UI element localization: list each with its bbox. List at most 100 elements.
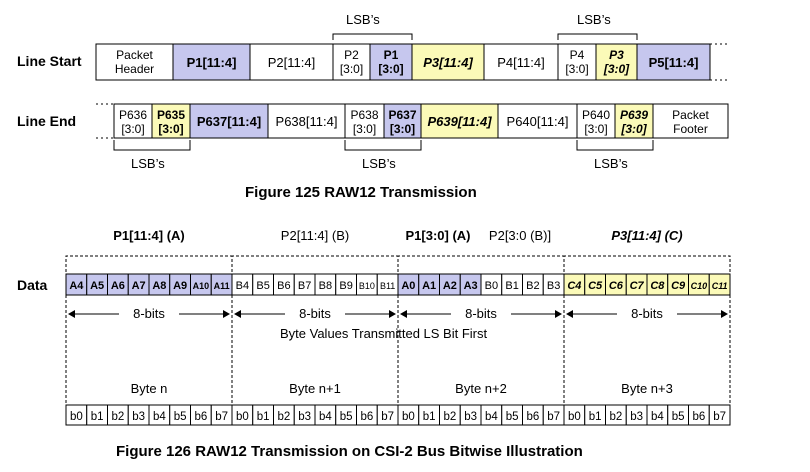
bit-cell-label: b4: [153, 411, 166, 423]
cell-p3-3-0: P3[3:0]: [595, 43, 638, 81]
data-cell-label: C11: [712, 281, 728, 291]
cell-p1-3-0-line-2: [3:0]: [378, 62, 403, 76]
data-cell-b8: B8: [314, 273, 337, 296]
lsb-brace-bottom-3: LSB’s: [576, 140, 654, 171]
data-cell-a6: A6: [107, 273, 129, 296]
data-cell-a4: A4: [65, 273, 88, 296]
cell-p638-11-4-label: P638[11:4]: [276, 114, 338, 129]
cell-p637-3-0: P637[3:0]: [383, 103, 422, 139]
bit-cell-b1: b1: [584, 404, 606, 426]
bit-cell-label: b7: [713, 411, 726, 423]
data-cell-c6: C6: [605, 273, 627, 296]
bit-cell-label: b4: [485, 411, 498, 423]
data-cell-c4: C4: [563, 273, 586, 296]
cell-p1-11-4-box: [172, 43, 251, 81]
bit-cell-b5: b5: [501, 404, 523, 426]
cell-p2-3-0-line-1: P2: [344, 48, 359, 62]
data-cell-label: B7: [298, 280, 311, 292]
arrow-right-icon: [389, 310, 396, 318]
cell-p639-3-0-box: [614, 103, 654, 139]
bit-cell-b6: b6: [356, 404, 378, 426]
bit-cell-b4: b4: [646, 404, 669, 426]
data-cell-label: A7: [132, 280, 146, 292]
cell-p635-3-0-box: [151, 103, 191, 139]
data-cell-a1: A1: [418, 273, 440, 296]
cell-p636-3-0-line-2: [3:0]: [121, 122, 144, 136]
bit-cell-label: b0: [70, 411, 83, 423]
cell-p4-11-4-label: P4[11:4]: [497, 55, 544, 70]
cell-p640-11-4-label: P640[11:4]: [507, 114, 569, 129]
cell-p640-11-4-box: [497, 103, 578, 139]
arrow-left-icon: [234, 310, 241, 318]
arrow-right-icon: [555, 310, 562, 318]
bit-cell-b7: b7: [376, 404, 399, 426]
data-cell-label: C6: [609, 280, 624, 292]
cell-p639-11-4-label: P639[11:4]: [427, 114, 492, 129]
data-cell-b10: B10: [356, 273, 378, 296]
data-cell-a3: A3: [459, 273, 482, 296]
data-cell-b4: B4: [231, 273, 254, 296]
bit-cell-label: b1: [91, 411, 104, 423]
cell-p640-3-0-box: [576, 103, 616, 139]
lsb-label-bottom-3: LSB’s: [594, 156, 628, 171]
data-cell-label: B1: [505, 280, 518, 292]
bit-cell-label: b4: [319, 411, 332, 423]
bit-cell-b0: b0: [563, 404, 586, 426]
cell-p637-11-4: P637[11:4]: [189, 103, 269, 139]
data-cell-b3: B3: [542, 273, 565, 296]
cell-p3-11-4: P3[11:4]: [411, 43, 485, 81]
data-cell-c11: C11: [708, 273, 731, 296]
cell-p639-3-0: P639[3:0]: [614, 103, 654, 139]
data-cell-label: C10: [691, 281, 708, 291]
data-cell-label: B3: [547, 280, 560, 292]
cell-p635-3-0-line-2: [3:0]: [158, 122, 183, 136]
data-cell-label: A6: [111, 280, 125, 292]
data-cell-b2: B2: [522, 273, 544, 296]
bit-cell-label: b4: [651, 411, 664, 423]
arrow-left-icon: [566, 310, 573, 318]
bit-cell-b2: b2: [273, 404, 295, 426]
cell-p2-3-0-line-2: [3:0]: [340, 62, 363, 76]
bit-cell-b4: b4: [148, 404, 171, 426]
bits-label: 8-bits: [299, 306, 331, 321]
cell-p637-11-4-label: P637[11:4]: [197, 114, 261, 129]
data-cell-label: A1: [422, 280, 436, 292]
data-cell-label: C7: [630, 280, 645, 292]
cell-p638-3-0-line-1: P638: [350, 108, 378, 122]
data-cell-label: A9: [173, 280, 187, 292]
cell-p638-11-4: P638[11:4]: [267, 103, 346, 139]
data-cell-a8: A8: [148, 273, 171, 296]
bit-cell-label: b6: [692, 411, 705, 423]
cell-p4-11-4-box: [483, 43, 559, 81]
cell-p640-3-0: P640[3:0]: [576, 103, 616, 139]
bit-cell-label: b3: [630, 411, 643, 423]
data-cell-label: C9: [671, 280, 686, 292]
data-cell-label: A4: [69, 280, 84, 292]
group-bracket: [231, 255, 399, 272]
cell-p635-3-0: P635[3:0]: [151, 103, 191, 139]
bit-cell-label: b7: [547, 411, 560, 423]
group-headers: P1[11:4] (A)P2[11:4] (B)P1[3:0] (A)P2[3:…: [65, 228, 731, 272]
bits-arrow-4: 8-bits: [566, 306, 728, 321]
data-cell-a7: A7: [127, 273, 150, 296]
cell-p5-11-4-label: P5[11:4]: [649, 55, 699, 70]
bit-cell-b7: b7: [210, 404, 233, 426]
lsb-brace-bottom-1: LSB’s: [113, 140, 191, 171]
data-cell-label: A10: [193, 281, 210, 291]
bit-cell-b3: b3: [459, 404, 482, 426]
data-cell-a10: A10: [190, 273, 212, 296]
cell-p4-3-0-line-1: P4: [570, 48, 585, 62]
cell-p4-3-0: P4[3:0]: [557, 43, 597, 81]
cell-p639-3-0-line-1: P639: [620, 108, 648, 122]
group-bracket: [563, 255, 731, 272]
cell-p640-3-0-line-1: P640: [582, 108, 610, 122]
cell-packet-footer-line-1: Packet: [672, 108, 709, 122]
group-header-3: P1[3:0] (A)P2[3:0 (B)]: [397, 228, 565, 272]
bit-cell-b6: b6: [688, 404, 710, 426]
figure-125-caption: Figure 125 RAW12 Transmission: [245, 184, 477, 201]
